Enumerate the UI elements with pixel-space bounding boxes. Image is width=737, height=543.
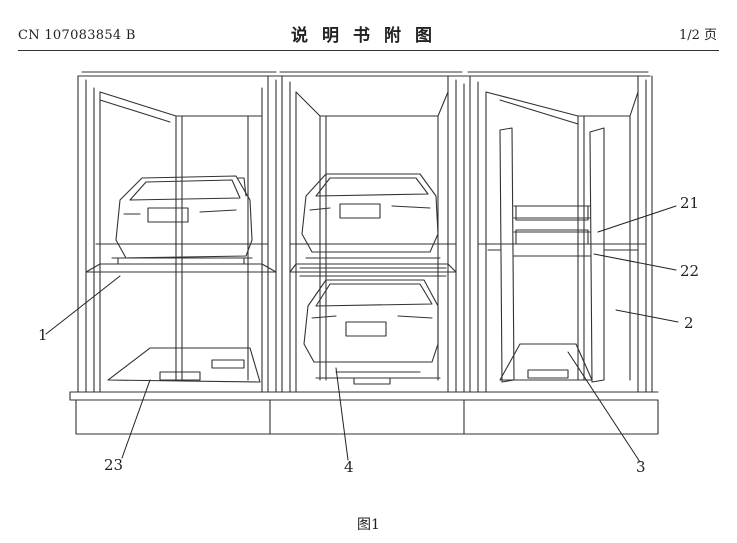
floor-pits bbox=[107, 343, 593, 385]
ref-label-3: 3 bbox=[636, 458, 646, 476]
page-title: 说明书附图 bbox=[291, 26, 446, 46]
leader-23 bbox=[121, 379, 151, 459]
ref-label-21: 21 bbox=[680, 194, 700, 212]
leader-3 bbox=[567, 351, 641, 463]
ref-label-1: 1 bbox=[38, 326, 48, 344]
ref-label-23: 23 bbox=[104, 456, 124, 474]
leader-4 bbox=[335, 367, 349, 461]
header-rule bbox=[18, 50, 719, 51]
ref-label-4: 4 bbox=[344, 458, 354, 476]
upper-pallets bbox=[85, 243, 647, 273]
leader-2 bbox=[615, 309, 679, 323]
car-lower-middle bbox=[299, 267, 447, 363]
page-number: 1/2 页 bbox=[678, 28, 717, 43]
publication-number: CN 107083854 B bbox=[18, 28, 136, 43]
leader-1 bbox=[45, 275, 121, 335]
rotating-pallet bbox=[487, 127, 639, 383]
figure-caption: 图1 bbox=[357, 517, 380, 533]
leader-21 bbox=[597, 205, 677, 233]
car-upper-left bbox=[115, 175, 253, 259]
ref-label-22: 22 bbox=[680, 262, 700, 280]
car-upper-middle bbox=[301, 173, 439, 253]
ref-label-2: 2 bbox=[684, 314, 694, 332]
frame-structure bbox=[69, 71, 659, 435]
leader-22 bbox=[593, 253, 677, 271]
leader-lines bbox=[45, 205, 679, 463]
